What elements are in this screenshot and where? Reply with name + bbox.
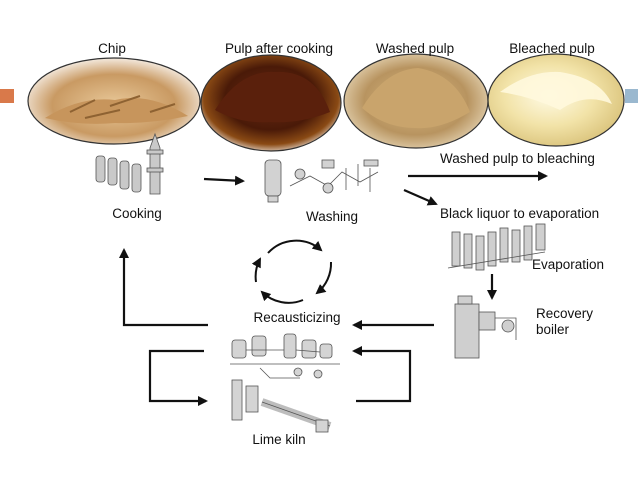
sample-label-pulp-after-cooking: Pulp after cooking xyxy=(224,41,334,56)
recovery-boiler-line-1: Recovery xyxy=(536,306,594,321)
flow-label-black-liquor-to-evaporation: Black liquor to evaporation xyxy=(440,206,600,221)
arrow-recausticizing-to-cooking xyxy=(119,248,208,327)
cooking-digester-illustration xyxy=(95,132,164,195)
recovery-boiler-illustration xyxy=(454,295,517,359)
arrow-recaust-to-lime-kiln xyxy=(148,349,208,406)
sample-label-washed-pulp: Washed pulp xyxy=(375,41,455,56)
cooked-pulp-sample-photo xyxy=(200,54,342,152)
bleached-pulp-sample-photo xyxy=(487,53,625,147)
washing-equipment-illustration xyxy=(264,159,379,203)
arrow-black-liquor-to-evaporation xyxy=(403,188,438,206)
flow-arrows xyxy=(119,171,548,406)
stage-label-evaporation: Evaporation xyxy=(532,257,605,272)
stage-label-cooking: Cooking xyxy=(112,206,162,221)
recycle-loop-icon xyxy=(251,239,333,304)
arrow-lime-kiln-to-recaust xyxy=(352,346,412,403)
stage-label-recovery-boiler: Recovery boiler xyxy=(536,306,593,337)
recovery-boiler-line-2: boiler xyxy=(536,321,570,337)
washed-pulp-sample-photo xyxy=(343,53,489,149)
slide-accent-right xyxy=(625,89,638,103)
stage-label-lime-kiln: Lime kiln xyxy=(252,432,306,447)
stage-label-recausticizing: Recausticizing xyxy=(253,310,341,325)
flow-label-washed-pulp-to-bleaching: Washed pulp to bleaching xyxy=(440,151,595,166)
chip-sample-photo xyxy=(27,57,201,145)
sample-label-chip: Chip xyxy=(98,41,126,56)
evaporation-plant-illustration xyxy=(447,223,546,271)
stage-label-washing: Washing xyxy=(305,209,359,224)
recausticizing-plant-illustration xyxy=(230,333,340,379)
sample-label-bleached-pulp: Bleached pulp xyxy=(509,41,595,56)
lime-kiln-illustration xyxy=(231,379,332,433)
arrow-cooking-to-washing xyxy=(203,175,245,186)
slide-accent-left xyxy=(0,89,14,103)
